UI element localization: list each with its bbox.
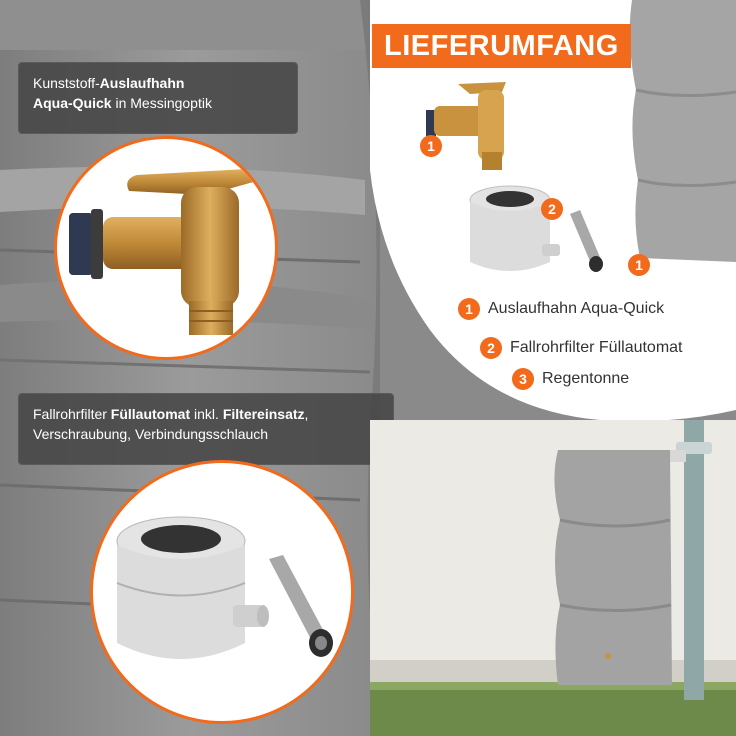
legend-label-2: Fallrohrfilter Füllautomat (510, 339, 683, 356)
scope-title: LIEFERUMFANG (372, 24, 631, 68)
caption-filter-bold-2: Filtereinsatz (222, 406, 305, 422)
caption-filter-prefix: Fallrohrfilter (33, 406, 111, 422)
legend-item-3: 3 Regentonne (512, 368, 629, 390)
downpipe-filter-icon (116, 516, 333, 659)
legend-label-3: Regentonne (542, 370, 630, 387)
caption-filter-middle: inkl. (190, 406, 223, 422)
rain-barrel-scene (370, 420, 736, 736)
legend-item-1: 1 Auslaufhahn Aqua-Quick (458, 298, 664, 320)
caption-tap-suffix: in Messingoptik (111, 95, 212, 111)
caption-filter-suffix: , (304, 406, 309, 422)
small-tap-icon (426, 82, 506, 170)
caption-tap-bold-2: Aqua-Quick (33, 95, 112, 111)
legend-number-3: 3 (512, 368, 534, 390)
marker-tank: 1 (628, 254, 650, 276)
small-filter-icon (469, 185, 603, 272)
caption-tap-bold-1: Auslaufhahn (99, 75, 185, 91)
legend-label-1: Auslaufhahn Aqua-Quick (488, 300, 665, 317)
caption-filter-bold-1: Füllautomat (110, 406, 191, 422)
marker-tap: 1 (420, 135, 442, 157)
legend-number-1: 1 (458, 298, 480, 320)
tap-zoom-circle (54, 136, 278, 360)
marker-filter: 2 (541, 198, 563, 220)
caption-filter-line2: Verschraubung, Verbindungsschlauch (33, 426, 269, 442)
brass-tap-icon (69, 169, 258, 335)
legend-item-2: 2 Fallrohrfilter Füllautomat (480, 337, 683, 359)
caption-tap-prefix: Kunststoff- (33, 75, 100, 91)
caption-filter: Fallrohrfilter Füllautomat inkl. Filtere… (18, 393, 394, 465)
caption-tap: Kunststoff-Auslaufhahn Aqua-Quick in Mes… (18, 62, 298, 134)
legend-number-2: 2 (480, 337, 502, 359)
filter-zoom-circle (90, 460, 354, 724)
